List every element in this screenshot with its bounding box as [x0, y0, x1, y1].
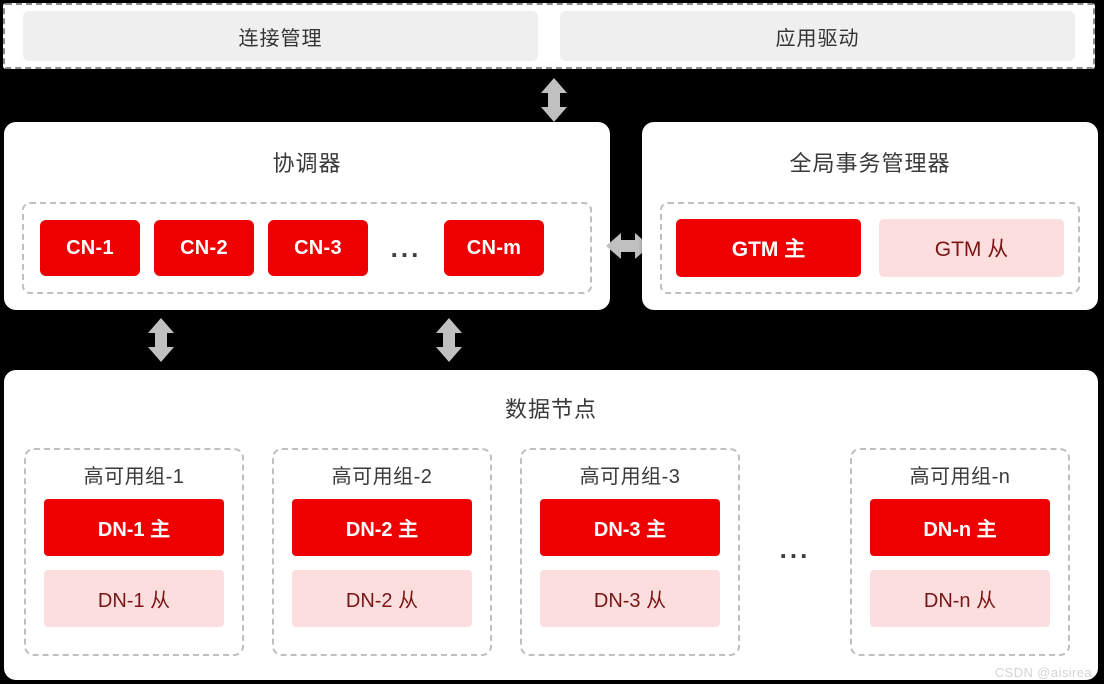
double-arrow-vertical-icon-right: [432, 318, 466, 362]
ha-group-2-title: 高可用组-2: [331, 466, 433, 488]
ha-group-1: 高可用组-1 DN-1 主 DN-1 从: [24, 448, 244, 656]
dn-standby-2[interactable]: DN-2 从: [292, 570, 472, 627]
ha-group-row: 高可用组-1 DN-1 主 DN-1 从 高可用组-2 DN-2 主 DN-2 …: [24, 448, 1078, 656]
gtm-panel: 全局事务管理器 GTM 主 GTM 从: [642, 122, 1098, 310]
access-box-connection-management[interactable]: 连接管理: [23, 11, 538, 61]
ha-group-n: 高可用组-n DN-n 主 DN-n 从: [850, 448, 1070, 656]
ha-group-3-title: 高可用组-3: [579, 466, 681, 488]
dn-standby-3[interactable]: DN-3 从: [540, 570, 720, 627]
ha-group-3: 高可用组-3 DN-3 主 DN-3 从: [520, 448, 740, 656]
double-arrow-horizontal-icon: [606, 229, 650, 263]
dn-standby-1[interactable]: DN-1 从: [44, 570, 224, 627]
dn-primary-3[interactable]: DN-3 主: [540, 499, 720, 556]
data-node-title: 数据节点: [504, 397, 597, 422]
gtm-standby-node[interactable]: GTM 从: [879, 219, 1064, 277]
access-layer-container: 连接管理 应用驱动: [3, 3, 1095, 69]
ha-group-n-title: 高可用组-n: [909, 466, 1011, 488]
coordinator-node-group: CN-1 CN-2 CN-3 ... CN-m: [22, 202, 592, 294]
cn-node-3[interactable]: CN-3: [268, 220, 368, 276]
coordinator-title: 协调器: [272, 151, 342, 176]
watermark: CSDN @aisirea: [994, 665, 1092, 680]
coordinator-panel: 协调器 CN-1 CN-2 CN-3 ... CN-m: [4, 122, 610, 310]
coordinator-ellipsis: ...: [390, 233, 422, 263]
dn-standby-n[interactable]: DN-n 从: [870, 570, 1050, 627]
spacer: [244, 448, 272, 656]
ha-group-2: 高可用组-2 DN-2 主 DN-2 从: [272, 448, 492, 656]
gtm-primary-node[interactable]: GTM 主: [676, 219, 861, 277]
data-node-ellipsis: ...: [779, 534, 811, 564]
gtm-title: 全局事务管理器: [789, 151, 951, 176]
cn-node-m[interactable]: CN-m: [444, 220, 544, 276]
ha-group-1-title: 高可用组-1: [83, 466, 185, 488]
dn-primary-2[interactable]: DN-2 主: [292, 499, 472, 556]
dn-primary-1[interactable]: DN-1 主: [44, 499, 224, 556]
access-box-application-driver[interactable]: 应用驱动: [560, 11, 1075, 61]
double-arrow-vertical-icon: [537, 78, 571, 122]
cn-node-1[interactable]: CN-1: [40, 220, 140, 276]
cn-node-2[interactable]: CN-2: [154, 220, 254, 276]
data-node-panel: 数据节点 高可用组-1 DN-1 主 DN-1 从 高可用组-2 DN-2 主 …: [4, 370, 1098, 680]
spacer: [492, 448, 520, 656]
gtm-node-group: GTM 主 GTM 从: [660, 202, 1080, 294]
dn-primary-n[interactable]: DN-n 主: [870, 499, 1050, 556]
double-arrow-vertical-icon-left: [144, 318, 178, 362]
